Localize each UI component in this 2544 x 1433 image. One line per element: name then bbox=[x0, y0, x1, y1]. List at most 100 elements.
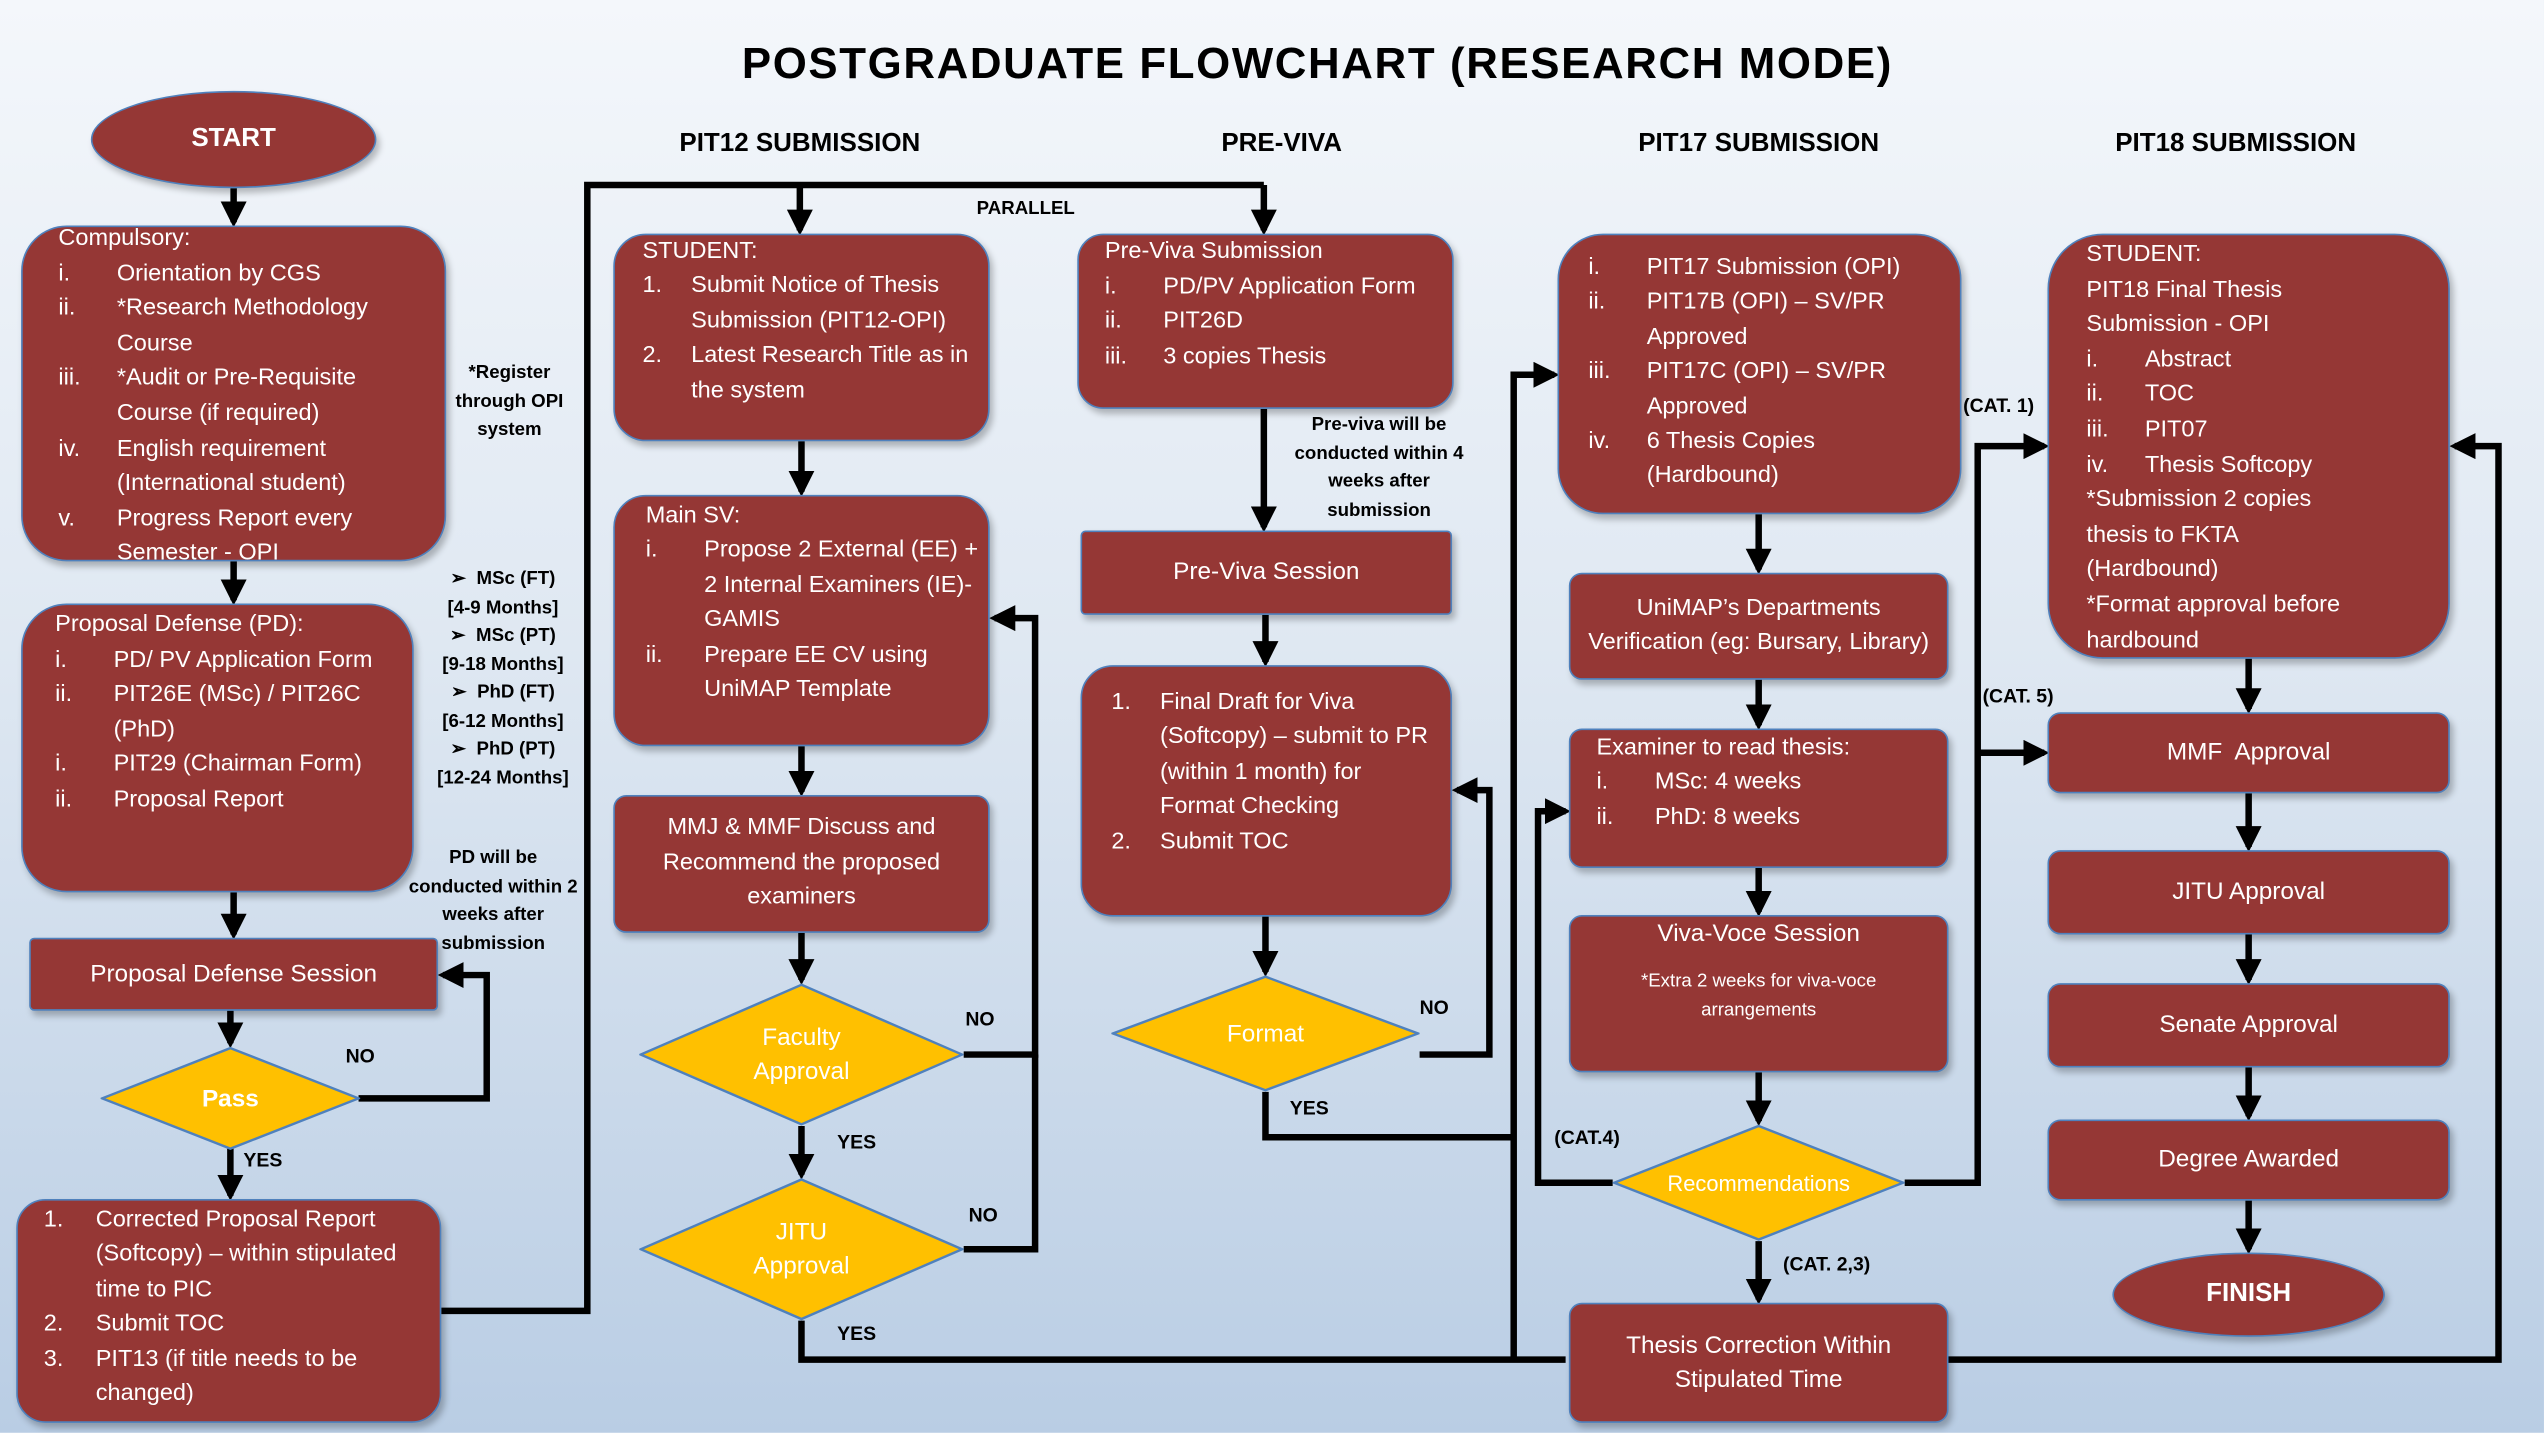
list-item: i.PD/PV Application Form bbox=[1104, 273, 1416, 300]
arrow-pass-no bbox=[358, 962, 490, 1102]
proposal-defense-session: Proposal Defense Session bbox=[29, 937, 439, 1011]
pd-note: PD will be conducted within 2 weeks afte… bbox=[408, 848, 578, 954]
mmj-mmf-box: MMJ & MMF Discuss and Recommend the prop… bbox=[613, 794, 990, 933]
list-item: iii.*Audit or Pre-Requisite Course (if r… bbox=[58, 365, 357, 427]
list-item: iii.3 copies Thesis bbox=[1104, 343, 1327, 370]
main-sv-box: Main SV: i.Propose 2 External (EE) + 2 I… bbox=[613, 494, 990, 747]
list-item: ii.PIT26D bbox=[1104, 308, 1244, 335]
senate-approval-box: Senate Approval bbox=[2047, 983, 2450, 1068]
duration-note: ➢ MSc (FT)[4-9 Months] ➢ MSc (PT)[9-18 M… bbox=[419, 566, 588, 793]
main-sv-heading: Main SV: bbox=[645, 502, 741, 529]
viva-voce-box: Viva-Voce Session *Extra 2 weeks for viv… bbox=[1568, 915, 1949, 1073]
column-header-pit18: PIT18 SUBMISSION bbox=[2115, 129, 2357, 158]
jitu-no-label: NO bbox=[968, 1203, 998, 1227]
previva-heading: Pre-Viva Submission bbox=[1104, 238, 1323, 265]
pit18-heading: STUDENT: bbox=[2086, 241, 2202, 268]
start-label: START bbox=[191, 124, 276, 153]
cat4-label: (CAT.4) bbox=[1554, 1125, 1620, 1149]
column-header-previva: PRE-VIVA bbox=[1221, 129, 1343, 158]
list-item: v.Progress Report every Semester - OPI bbox=[58, 505, 353, 567]
unimap-verification-box: UniMAP’s Departments Verification (eg: B… bbox=[1568, 572, 1949, 680]
line-jitu-yes bbox=[798, 1320, 1566, 1363]
list-item: iv.English requirement (International st… bbox=[58, 435, 346, 497]
arrow-format-no bbox=[1419, 777, 1493, 1058]
format-decision: Format bbox=[1111, 975, 1420, 1092]
start-node: START bbox=[90, 90, 377, 189]
jitu-decision: JITU Approval bbox=[639, 1178, 964, 1321]
finish-node: FINISH bbox=[2112, 1252, 2385, 1337]
page-title: POSTGRADUATE FLOWCHART (RESEARCH MODE) bbox=[741, 38, 1893, 88]
list-item: 1.Corrected Proposal Report (Softcopy) –… bbox=[43, 1207, 397, 1303]
parallel-label: PARALLEL bbox=[976, 199, 1075, 220]
jitu-yes-label: YES bbox=[837, 1322, 877, 1345]
faculty-no-label: NO bbox=[965, 1007, 995, 1031]
list-item: i.PIT17 Submission (OPI) bbox=[1588, 254, 1901, 281]
list-item: i.Orientation by CGS bbox=[58, 260, 321, 287]
faculty-yes-label: YES bbox=[837, 1130, 877, 1154]
list-item: ii.PhD: 8 weeks bbox=[1596, 804, 1801, 831]
pit18-note: *Submission 2 copies thesis to FKTA (Har… bbox=[2086, 486, 2312, 583]
pit17-box: i.PIT17 Submission (OPI) ii.PIT17B (OPI)… bbox=[1557, 233, 1962, 515]
list-item: ii.TOC bbox=[2086, 381, 2195, 408]
thesis-correction-box: Thesis Correction Within Stipulated Time bbox=[1568, 1302, 1949, 1423]
pit18-note: *Format approval before hardbound bbox=[2086, 592, 2341, 654]
list-item: 3.PIT13 (if title needs to be changed) bbox=[43, 1345, 358, 1407]
list-item: 2.Latest Research Title as in the system bbox=[642, 342, 969, 404]
pit12-student-box: STUDENT: 1.Submit Notice of Thesis Submi… bbox=[613, 233, 990, 442]
line-corrected-parallel bbox=[441, 181, 1264, 1315]
line-jitu-no bbox=[963, 1054, 1039, 1253]
column-header-pit17: PIT17 SUBMISSION bbox=[1638, 129, 1880, 158]
pass-yes-label: YES bbox=[243, 1148, 283, 1172]
mmf-approval-box: MMF Approval bbox=[2047, 712, 2450, 794]
arrow-cat1 bbox=[1904, 433, 2050, 1186]
line-format-yes bbox=[1262, 1091, 1514, 1141]
pit12-heading: STUDENT: bbox=[642, 238, 758, 265]
list-item: i.MSc: 4 weeks bbox=[1596, 769, 1802, 796]
pit18-subheading: PIT18 Final Thesis Submission - OPI bbox=[2086, 276, 2283, 338]
list-item: iv.6 Thesis Copies (Hardbound) bbox=[1588, 428, 1815, 490]
list-item: iii.PIT07 bbox=[2086, 416, 2208, 443]
viva-note: *Extra 2 weeks for viva-voce arrangement… bbox=[1640, 972, 1877, 1022]
list-item: i.PD/ PV Application Form bbox=[55, 646, 373, 673]
arrow-to-pit17 bbox=[1510, 361, 1560, 1360]
proposal-defense-box: Proposal Defense (PD): i.PD/ PV Applicat… bbox=[21, 603, 414, 893]
arrow-faculty-no bbox=[963, 605, 1039, 1058]
list-item: iv.Thesis Softcopy bbox=[2086, 451, 2313, 478]
duration-item: ➢ MSc (PT) bbox=[450, 626, 556, 646]
jitu-approval-box: JITU Approval bbox=[2047, 850, 2450, 935]
cat23-label: (CAT. 2,3) bbox=[1783, 1252, 1871, 1276]
degree-awarded-box: Degree Awarded bbox=[2047, 1119, 2450, 1201]
list-item: iii.PIT17C (OPI) – SV/PR Approved bbox=[1588, 358, 1886, 420]
list-item: i.Abstract bbox=[2086, 346, 2232, 373]
list-item: ii.*Research Methodology Course bbox=[58, 295, 368, 357]
recommendations-decision: Recommendations bbox=[1612, 1124, 1905, 1241]
list-item: ii.PIT17B (OPI) – SV/PR Approved bbox=[1588, 289, 1885, 351]
faculty-approval-decision: Faculty Approval bbox=[639, 983, 964, 1126]
duration-item: ➢ MSc (FT) bbox=[450, 569, 556, 589]
list-item: 2.Submit TOC bbox=[43, 1311, 225, 1338]
cat1-label: (CAT. 1) bbox=[1963, 394, 2035, 417]
finish-label: FINISH bbox=[2206, 1280, 2292, 1308]
pass-no-label: NO bbox=[345, 1044, 375, 1068]
corrected-proposal-box: 1.Corrected Proposal Report (Softcopy) –… bbox=[16, 1198, 442, 1423]
previva-note: Pre-viva will be conducted within 4 week… bbox=[1294, 415, 1464, 520]
compulsory-heading: Compulsory: bbox=[58, 225, 191, 252]
pit18-student-box: STUDENT: PIT18 Final Thesis Submission -… bbox=[2047, 233, 2450, 659]
list-item: ii.Prepare EE CV using UniMAP Template bbox=[645, 641, 928, 703]
final-draft-box: 1.Final Draft for Viva (Softcopy) – subm… bbox=[1080, 665, 1453, 917]
cat5-label: (CAT. 5) bbox=[1982, 684, 2054, 708]
format-yes-label: YES bbox=[1289, 1096, 1329, 1120]
arrow-cat4 bbox=[1534, 798, 1613, 1186]
list-item: 1.Submit Notice of Thesis Submission (PI… bbox=[642, 273, 947, 334]
list-item: 2.Submit TOC bbox=[1111, 828, 1289, 855]
compulsory-box: Compulsory: i.Orientation by CGS ii.*Res… bbox=[21, 225, 447, 567]
list-item: i.Propose 2 External (EE) + 2 Internal E… bbox=[645, 537, 979, 634]
previva-submission-box: Pre-Viva Submission i.PD/PV Application … bbox=[1077, 233, 1454, 409]
format-no-label: NO bbox=[1419, 996, 1449, 1019]
list-item: i.PIT29 (Chairman Form) bbox=[55, 751, 362, 778]
list-item: 1.Final Draft for Viva (Softcopy) – subm… bbox=[1111, 689, 1429, 820]
viva-title: Viva-Voce Session bbox=[1657, 919, 1860, 948]
pd-heading: Proposal Defense (PD): bbox=[55, 611, 304, 638]
pass-decision: Pass bbox=[100, 1046, 361, 1150]
